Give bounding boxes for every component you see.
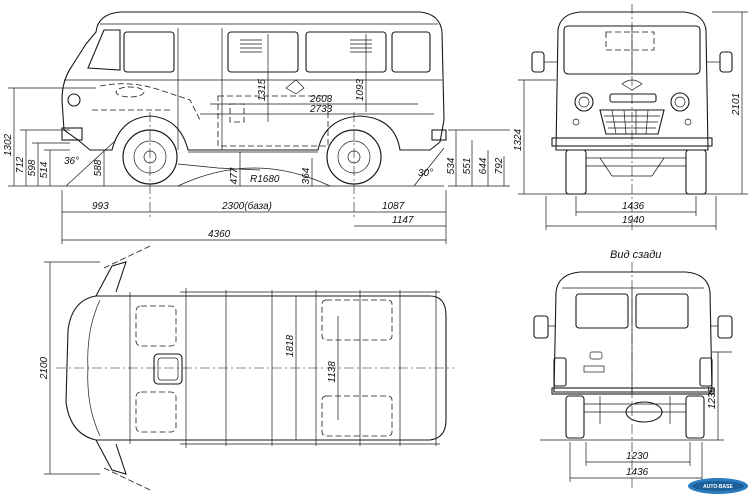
right-headlight (670, 92, 690, 112)
dim-1230: 1230 (626, 451, 649, 462)
left-headlight (574, 92, 594, 112)
dim-551: 551 (462, 158, 473, 175)
rear-view: Вид сзади (533, 249, 733, 490)
dim-1087: 1087 (382, 201, 405, 212)
dim-1315: 1315 (257, 78, 268, 101)
rear-view-caption: Вид сзади (610, 249, 661, 261)
roof-hatch (153, 353, 183, 385)
top-view: 2100 1818 1138 (39, 245, 454, 491)
dim-front-1940: 1940 (622, 215, 645, 226)
left-mirror (531, 51, 545, 73)
dim-1324: 1324 (513, 128, 524, 151)
dim-364: 364 (301, 167, 312, 184)
dim-1818: 1818 (285, 334, 296, 357)
dim-644: 644 (478, 157, 489, 174)
dim-588: 588 (93, 159, 104, 176)
dim-2101: 2101 (731, 93, 742, 116)
dim-1302: 1302 (3, 133, 14, 156)
dim-2733: 2733 (309, 104, 333, 115)
dim-993: 993 (92, 201, 109, 212)
dim-rear-1436: 1436 (626, 467, 649, 478)
front-view: 1324 2101 1436 1940 (513, 4, 748, 230)
dim-1147: 1147 (392, 215, 414, 226)
auto-base-logo: AUTO-BASE (688, 478, 748, 494)
side-view: 1302 712 598 514 36° 588 1315 1093 2603 … (3, 11, 510, 244)
dim-2603: 2603 (309, 94, 333, 105)
dim-front-1436: 1436 (622, 201, 645, 212)
angle-30: 30° (418, 168, 433, 179)
dim-712: 712 (15, 156, 26, 173)
dim-2100: 2100 (39, 356, 50, 380)
watermark-text: AUTO-BASE (703, 484, 733, 490)
dim-792: 792 (494, 157, 505, 174)
dim-598: 598 (27, 159, 38, 176)
dim-2300: 2300(база) (221, 200, 272, 212)
dim-534: 534 (446, 157, 457, 174)
right-mirror (719, 51, 733, 73)
dim-1093: 1093 (355, 78, 366, 101)
dim-4360: 4360 (208, 229, 231, 240)
dim-514: 514 (39, 161, 50, 178)
dim-1235: 1235 (707, 386, 718, 409)
dim-1138: 1138 (327, 361, 338, 383)
dim-r1680: R1680 (250, 174, 280, 185)
side-vent-right (350, 39, 372, 53)
side-vent-left (240, 39, 262, 53)
dim-477: 477 (229, 167, 240, 184)
angle-36: 36° (64, 156, 79, 167)
